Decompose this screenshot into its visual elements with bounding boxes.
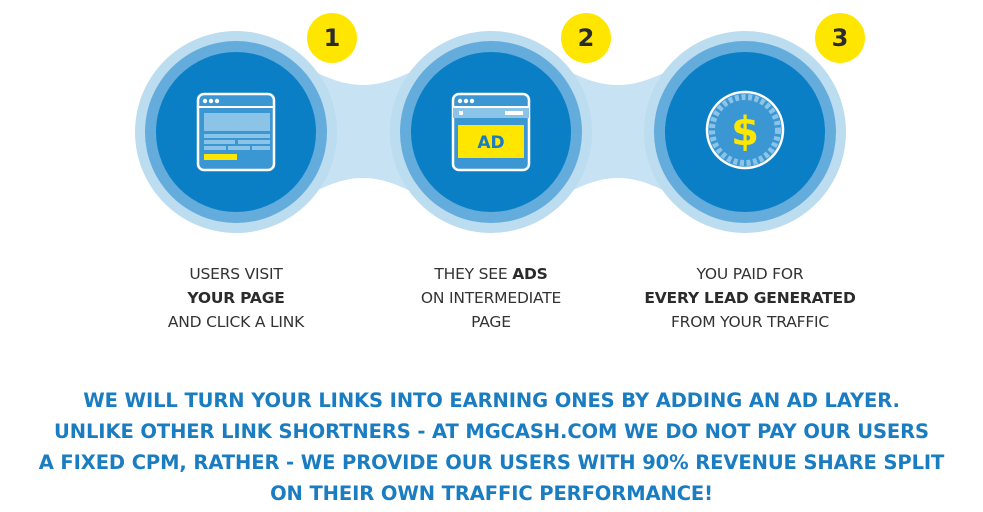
steps-illustration: AD $ [135, 31, 846, 233]
dollar-sign: $ [731, 109, 759, 155]
ad-label: AD [477, 133, 504, 153]
step-1-badge: 1 [307, 13, 357, 63]
step-2-badge: 2 [561, 13, 611, 63]
step-1-line-2: YOUR PAGE [187, 289, 285, 307]
tagline: WE WILL TURN YOUR LINKS INTO EARNING ONE… [0, 385, 983, 509]
tagline-line-2: UNLIKE OTHER LINK SHORTNERS - AT MGCASH.… [54, 420, 929, 443]
step-3-badge: 3 [815, 13, 865, 63]
step-1-line-1: USERS VISIT [189, 265, 283, 283]
step-3-line-2: EVERY LEAD GENERATED [644, 289, 856, 307]
step-2-line-1-bold: ADS [512, 265, 548, 283]
step-2-description: THEY SEE ADS ON INTERMEDIATE PAGE [361, 262, 621, 334]
step-3-line-3: FROM YOUR TRAFFIC [670, 313, 830, 331]
tagline-line-3: A FIXED CPM, RATHER - WE PROVIDE OUR USE… [38, 451, 945, 474]
browser-page-icon [196, 92, 276, 172]
step-2-line-3: PAGE [471, 313, 511, 331]
tagline-line-1: WE WILL TURN YOUR LINKS INTO EARNING ONE… [83, 389, 900, 412]
step-2-line-1-prefix: THEY SEE [434, 265, 513, 283]
step-3-description: YOU PAID FOR EVERY LEAD GENERATED FROM Y… [620, 262, 880, 334]
step-2-line-2: ON INTERMEDIATE [420, 289, 562, 307]
dollar-coin-icon: $ [705, 90, 785, 170]
step-1-line-3: AND CLICK A LINK [167, 313, 305, 331]
browser-ad-icon: AD [451, 92, 531, 172]
step-3-line-1: YOU PAID FOR [696, 265, 804, 283]
tagline-line-4: ON THEIR OWN TRAFFIC PERFORMANCE! [270, 482, 713, 505]
step-1-description: USERS VISIT YOUR PAGE AND CLICK A LINK [106, 262, 366, 334]
steps-graphic: AD $ 1 2 3 [0, 0, 983, 250]
